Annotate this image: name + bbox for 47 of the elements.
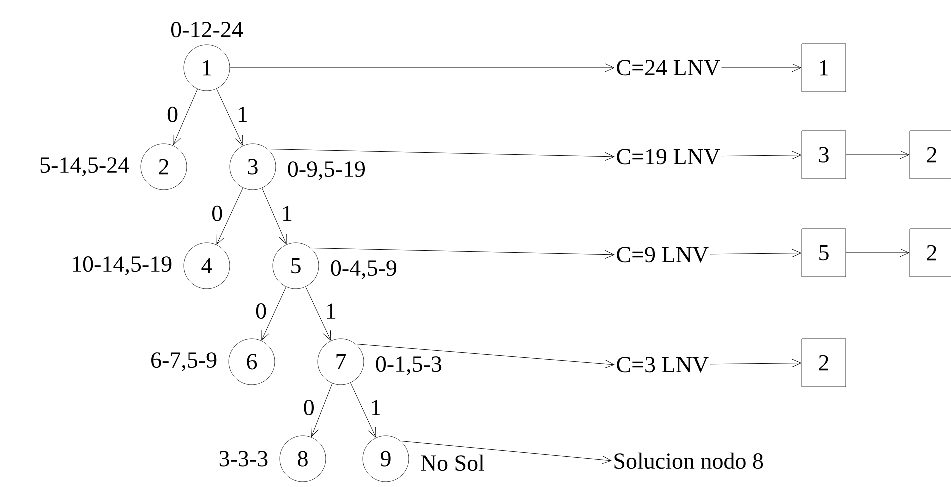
result-text: Solucion nodo 8 bbox=[614, 452, 764, 470]
arrow bbox=[230, 64, 615, 72]
edge-label: 1 bbox=[238, 107, 247, 122]
arrow bbox=[710, 249, 802, 258]
arrow bbox=[306, 286, 332, 341]
arrow bbox=[311, 383, 333, 438]
arrow bbox=[268, 148, 615, 162]
arrow bbox=[721, 64, 802, 72]
arrow bbox=[710, 359, 802, 368]
node-annotation: 5-14,5-24 bbox=[40, 158, 130, 176]
node-annotation: 0-9,5-19 bbox=[288, 162, 366, 180]
result-text: C=9 LNV bbox=[617, 247, 709, 263]
node-annotation: 0-1,5-3 bbox=[376, 356, 442, 376]
node-annotation: 0-12-24 bbox=[171, 22, 244, 38]
list-box: 3 bbox=[802, 130, 846, 180]
arrow bbox=[721, 151, 802, 160]
list-box: 5 bbox=[802, 228, 846, 278]
list-box: 2 bbox=[802, 338, 846, 388]
result-text: C=24 LNV bbox=[617, 60, 720, 76]
arrow bbox=[350, 382, 376, 438]
node-annotation: No Sol bbox=[421, 454, 484, 472]
node-annotation: 6-7,5-9 bbox=[152, 352, 217, 372]
edge-label: 0 bbox=[168, 106, 178, 122]
arrow bbox=[356, 344, 615, 368]
node-annotation: 3-3-3 bbox=[220, 451, 268, 467]
arrow bbox=[173, 89, 198, 146]
edge-label: 1 bbox=[284, 206, 292, 222]
list-box: 2 bbox=[910, 228, 951, 278]
arrow bbox=[310, 248, 615, 260]
edge-label: 1 bbox=[327, 304, 336, 319]
arrow bbox=[262, 188, 287, 244]
edge-label: 0 bbox=[304, 400, 314, 416]
arrow bbox=[846, 248, 910, 258]
arrow bbox=[262, 286, 287, 341]
result-text: C=19 LNV bbox=[617, 149, 720, 165]
edge-label: 1 bbox=[372, 400, 381, 416]
arrow bbox=[846, 150, 910, 160]
result-text: C=3 LNV bbox=[617, 357, 709, 373]
list-box: 2 bbox=[910, 130, 951, 180]
arrow bbox=[400, 440, 612, 464]
arrow bbox=[216, 88, 244, 146]
node-annotation: 10-14,5-19 bbox=[73, 256, 172, 276]
edge-label: 0 bbox=[256, 304, 266, 320]
arrow bbox=[216, 188, 244, 245]
node-annotation: 0-4,5-9 bbox=[331, 260, 397, 280]
edge-label: 0 bbox=[212, 206, 222, 222]
list-box: 1 bbox=[802, 44, 846, 92]
